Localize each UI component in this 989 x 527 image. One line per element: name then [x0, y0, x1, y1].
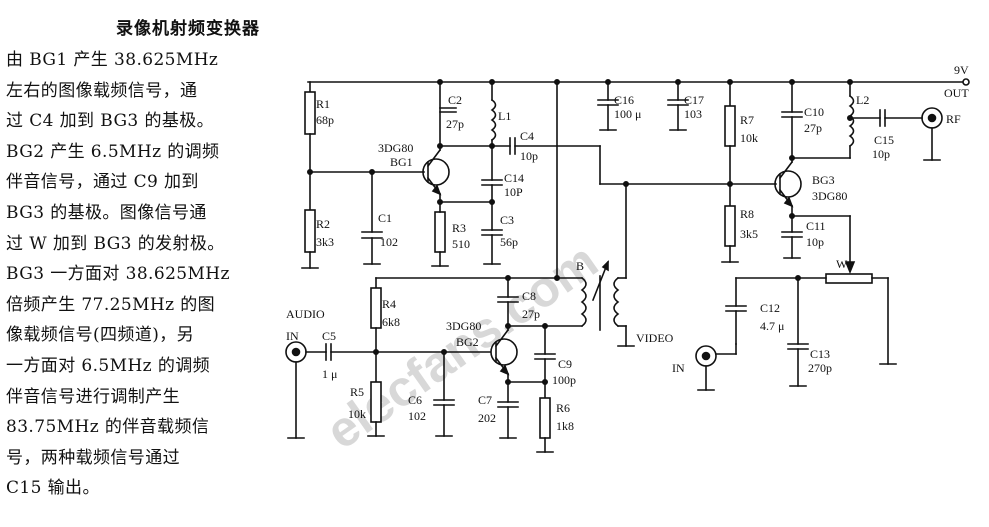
label-r4: R4	[382, 297, 396, 311]
label-r8-value: 3k5	[740, 227, 758, 241]
label-c7-value: 202	[478, 411, 496, 425]
label-c15-value: 10p	[872, 147, 890, 161]
component-labels: 9V OUT RF R1 68p R2 3k3 C1 102 3DG80 BG1…	[286, 63, 969, 433]
label-c5-value: 1 μ	[322, 367, 337, 381]
description-paragraph: 由 BG1 产生 38.625MHz 左右的图像载频信号，通 过 C4 加到 B…	[6, 45, 268, 504]
label-c3: C3	[500, 213, 514, 227]
label-c7: C7	[478, 393, 492, 407]
label-bg2-type: 3DG80	[446, 319, 481, 333]
label-c14-value: 10P	[504, 185, 523, 199]
label-c9: C9	[558, 357, 572, 371]
label-c8-value: 27p	[522, 307, 540, 321]
label-c5: C5	[322, 329, 336, 343]
label-audio: AUDIO	[286, 307, 325, 321]
text-line: 过 C4 加到 BG3 的基极。	[6, 111, 215, 132]
label-w: W	[836, 257, 848, 271]
label-r3-value: 510	[452, 237, 470, 251]
label-c12: C12	[760, 301, 780, 315]
label-c10: C10	[804, 105, 824, 119]
text-line: 过 W 加到 BG3 的发射极。	[6, 233, 225, 254]
bg3-section	[599, 79, 943, 391]
label-c4-value: 10p	[520, 149, 538, 163]
label-r3: R3	[452, 221, 466, 235]
label-rf: RF	[946, 112, 961, 126]
text-line: BG3 的基极。图像信号通	[6, 202, 207, 223]
label-r7-value: 10k	[740, 131, 758, 145]
label-c10-value: 27p	[804, 121, 822, 135]
label-c1-value: 102	[380, 235, 398, 249]
text-line: 左右的图像载频信号，通	[6, 80, 198, 101]
label-c12-value: 4.7 μ	[760, 319, 784, 333]
label-c15: C15	[874, 133, 894, 147]
label-c17: C17	[684, 93, 704, 107]
label-video: VIDEO	[636, 331, 674, 345]
label-c6: C6	[408, 393, 422, 407]
label-r1-value: 68p	[316, 113, 334, 127]
label-c2: C2	[448, 93, 462, 107]
label-c13-value: 270p	[808, 361, 832, 375]
label-c11: C11	[806, 219, 826, 233]
label-l2: L2	[856, 93, 869, 107]
supply-rail	[307, 78, 970, 86]
text-line: 83.75MHz 的伴音载频信	[6, 417, 210, 438]
label-c9-value: 100p	[552, 373, 576, 387]
label-bg3: BG3	[812, 173, 835, 187]
label-r4-value: 6k8	[382, 315, 400, 329]
label-r7: R7	[740, 113, 754, 127]
label-r2: R2	[316, 217, 330, 231]
label-c3-value: 56p	[500, 235, 518, 249]
document-title: 录像机射频变换器	[116, 19, 260, 39]
text-line: BG2 产生 6.5MHz 的调频	[6, 141, 220, 162]
text-line: 一方面对 6.5MHz 的调频	[6, 355, 211, 376]
text-line: 倍频产生 77.25MHz 的图	[6, 294, 216, 315]
label-c8: C8	[522, 289, 536, 303]
label-c1: C1	[378, 211, 392, 225]
label-c2-value: 27p	[446, 117, 464, 131]
label-r5: R5	[350, 385, 364, 399]
label-c13: C13	[810, 347, 830, 361]
label-bg1: BG1	[390, 155, 413, 169]
label-bg3-type: 3DG80	[812, 189, 847, 203]
label-c16-value: 100 μ	[614, 107, 641, 121]
bg2-section	[285, 79, 635, 453]
text-line: 伴音信号，通过 C9 加到	[6, 172, 199, 193]
text-line: 由 BG1 产生 38.625MHz	[6, 50, 219, 70]
label-c14: C14	[504, 171, 524, 185]
label-9v: 9V	[954, 63, 969, 77]
label-out: OUT	[944, 86, 969, 100]
label-bg2: BG2	[456, 335, 479, 349]
description-text: 录像机射频变换器 由 BG1 产生 38.625MHz 左右的图像载频信号，通 …	[6, 14, 268, 504]
text-line: 伴音信号进行调制产生	[6, 386, 180, 407]
text-line: C15 输出。	[6, 478, 100, 499]
label-r6-value: 1k8	[556, 419, 574, 433]
bg1-section	[301, 79, 601, 269]
text-line: BG3 一方面对 38.625MHz	[6, 264, 230, 285]
label-c6-value: 102	[408, 409, 426, 423]
label-l1: L1	[498, 109, 511, 123]
label-r2-value: 3k3	[316, 235, 334, 249]
label-r5-value: 10k	[348, 407, 366, 421]
label-r6: R6	[556, 401, 570, 415]
label-c17-value: 103	[684, 107, 702, 121]
label-audio-in: IN	[286, 329, 299, 343]
text-line: 号，两种载频信号通过	[6, 447, 180, 468]
label-c11-value: 10p	[806, 235, 824, 249]
text-line: 像载频信号(四频道)，另	[6, 325, 195, 346]
label-c4: C4	[520, 129, 534, 143]
label-c16: C16	[614, 93, 634, 107]
label-r8: R8	[740, 207, 754, 221]
label-bg1-type: 3DG80	[378, 141, 413, 155]
label-r1: R1	[316, 97, 330, 111]
supply-filter	[597, 79, 689, 131]
label-video-in: IN	[672, 361, 685, 375]
label-b: B	[576, 259, 584, 273]
